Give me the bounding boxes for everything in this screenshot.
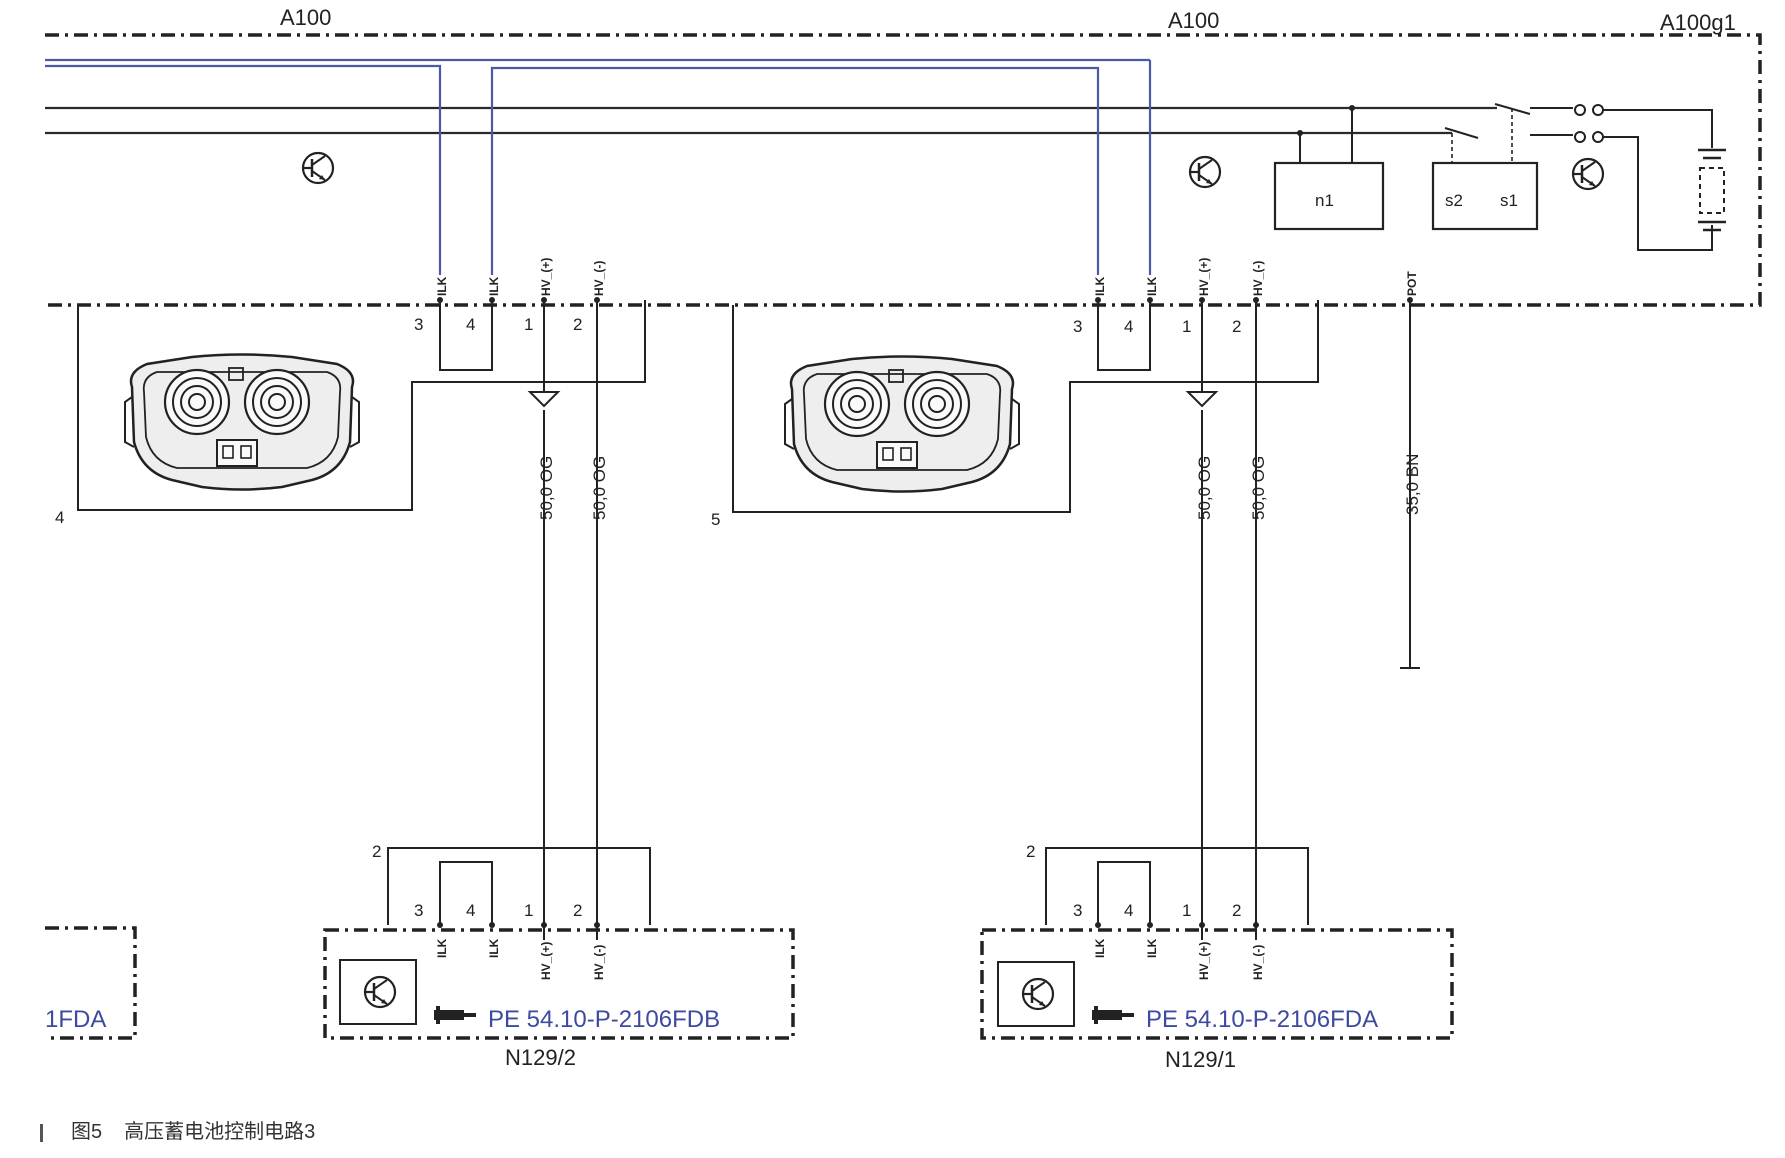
n129-2-label-ilk-4: ILK	[487, 938, 501, 958]
n129-1-pin-2: 2	[1232, 901, 1241, 920]
pin-label-ilk-3: ILK	[435, 276, 449, 296]
shield-number-right: 2	[1026, 842, 1035, 861]
pin-marks-n129-2	[437, 922, 600, 928]
connector-number-left: 4	[55, 508, 64, 527]
pin-label-hv-minus-right: HV_(-)	[1251, 261, 1265, 296]
ground-icon-right	[1187, 383, 1217, 407]
module-n129-2-boundary	[323, 928, 795, 1040]
module-n129-1-boundary	[980, 928, 1454, 1040]
n129-2-wiring	[387, 847, 651, 925]
partial-reference-link[interactable]: 1FDA	[45, 1006, 106, 1033]
n129-1-transistor-frame	[997, 961, 1075, 1027]
pin-label-ilk-4: ILK	[487, 276, 501, 296]
n129-2-label-hv-plus: HV_(+)	[539, 942, 553, 980]
n129-2-pin-1: 1	[524, 901, 533, 920]
connector-number-right: 5	[711, 510, 720, 529]
n129-1-label-ilk-4: ILK	[1145, 938, 1159, 958]
transistor-icon-n129-1	[1020, 977, 1055, 1011]
n129-1-pin-3: 3	[1073, 901, 1082, 920]
pin-label-ilk-3-right: ILK	[1093, 276, 1107, 296]
hv-connector-illustration-left	[123, 353, 361, 491]
pin-num-1: 1	[524, 315, 533, 334]
module-label-n129-2: N129/2	[505, 1045, 576, 1070]
partial-module-boundary	[45, 926, 137, 1040]
n129-1-label-ilk-3: ILK	[1093, 938, 1107, 958]
contactor-block	[1431, 103, 1539, 231]
pin-label-hv-plus: HV_(+)	[539, 258, 553, 296]
figure-caption: 图5 高压蓄电池控制电路3	[40, 1115, 315, 1144]
reference-link-n129-2[interactable]: PE 54.10-P-2106FDB	[488, 1006, 720, 1033]
ground-icon-left	[529, 383, 559, 407]
pin-num-2: 2	[573, 315, 582, 334]
wire-label-og-right-1: 50,0 OG	[1195, 456, 1214, 520]
internal-bus-lines	[45, 58, 1497, 275]
transistor-icon-a100-left	[300, 151, 335, 185]
figure-title: 高压蓄电池控制电路3	[124, 1121, 316, 1143]
pin-marks-right-top	[1095, 297, 1413, 303]
pin-num-2-right: 2	[1232, 317, 1241, 336]
pin-num-3-right: 3	[1073, 317, 1082, 336]
transistor-icon-a100-right	[1570, 157, 1605, 191]
pin-label-hv-plus-right: HV_(+)	[1197, 258, 1211, 296]
pin-label-ilk-4-right: ILK	[1145, 276, 1159, 296]
module-label-a100-left: A100	[280, 5, 331, 30]
wire-label-og-right-2: 50,0 OG	[1249, 456, 1268, 520]
n129-1-pin-1: 1	[1182, 901, 1191, 920]
shield-number-left: 2	[372, 842, 381, 861]
n1-block	[1273, 105, 1385, 231]
n129-2-pin-4: 4	[466, 901, 475, 920]
pin-label-hv-minus: HV_(-)	[592, 261, 606, 296]
module-label-a100-mid: A100	[1168, 8, 1219, 33]
hv-connector-illustration-right	[783, 355, 1021, 493]
module-label-n129-1: N129/1	[1165, 1047, 1236, 1072]
n129-1-pin-4: 4	[1124, 901, 1133, 920]
reference-link-n129-1[interactable]: PE 54.10-P-2106FDA	[1146, 1006, 1378, 1033]
n1-label: n1	[1315, 191, 1334, 210]
left-plug-wiring	[77, 300, 646, 940]
transistor-icon-n129-2	[362, 975, 397, 1009]
pin-num-1-right: 1	[1182, 317, 1191, 336]
wire-label-og-left-1: 50,0 OG	[537, 456, 556, 520]
pin-marks-left-top	[437, 297, 600, 303]
n129-2-label-hv-minus: HV_(-)	[592, 945, 606, 980]
n129-2-label-ilk-3: ILK	[435, 938, 449, 958]
pin-num-3: 3	[414, 315, 423, 334]
n129-1-wiring	[1045, 847, 1309, 925]
transistor-icon-a100-mid	[1187, 155, 1222, 189]
right-plug-wiring	[732, 300, 1420, 940]
wire-label-og-left-2: 50,0 OG	[590, 456, 609, 520]
figure-number: 图5	[71, 1121, 103, 1143]
caption-bar	[40, 1123, 43, 1142]
module-a100-boundary	[45, 33, 1762, 307]
module-label-a100g1: A100g1	[1660, 10, 1736, 35]
s1-label: s1	[1500, 191, 1518, 210]
pin-marks-n129-1	[1095, 922, 1259, 928]
n129-1-label-hv-minus: HV_(-)	[1251, 945, 1265, 980]
pin-num-4: 4	[466, 315, 475, 334]
pointing-hand-icon-left	[434, 1006, 476, 1024]
battery-cell-group	[1530, 104, 1726, 251]
n129-1-label-hv-plus: HV_(+)	[1197, 942, 1211, 980]
n129-2-pin-3: 3	[414, 901, 423, 920]
pin-label-pot: POT	[1405, 271, 1419, 296]
n129-2-transistor-frame	[339, 959, 417, 1025]
wire-label-bn: 35,0 BN	[1403, 454, 1422, 515]
pointing-hand-icon-right	[1092, 1006, 1134, 1024]
n129-2-pin-2: 2	[573, 901, 582, 920]
s2-label: s2	[1445, 191, 1463, 210]
pin-num-4-right: 4	[1124, 317, 1133, 336]
